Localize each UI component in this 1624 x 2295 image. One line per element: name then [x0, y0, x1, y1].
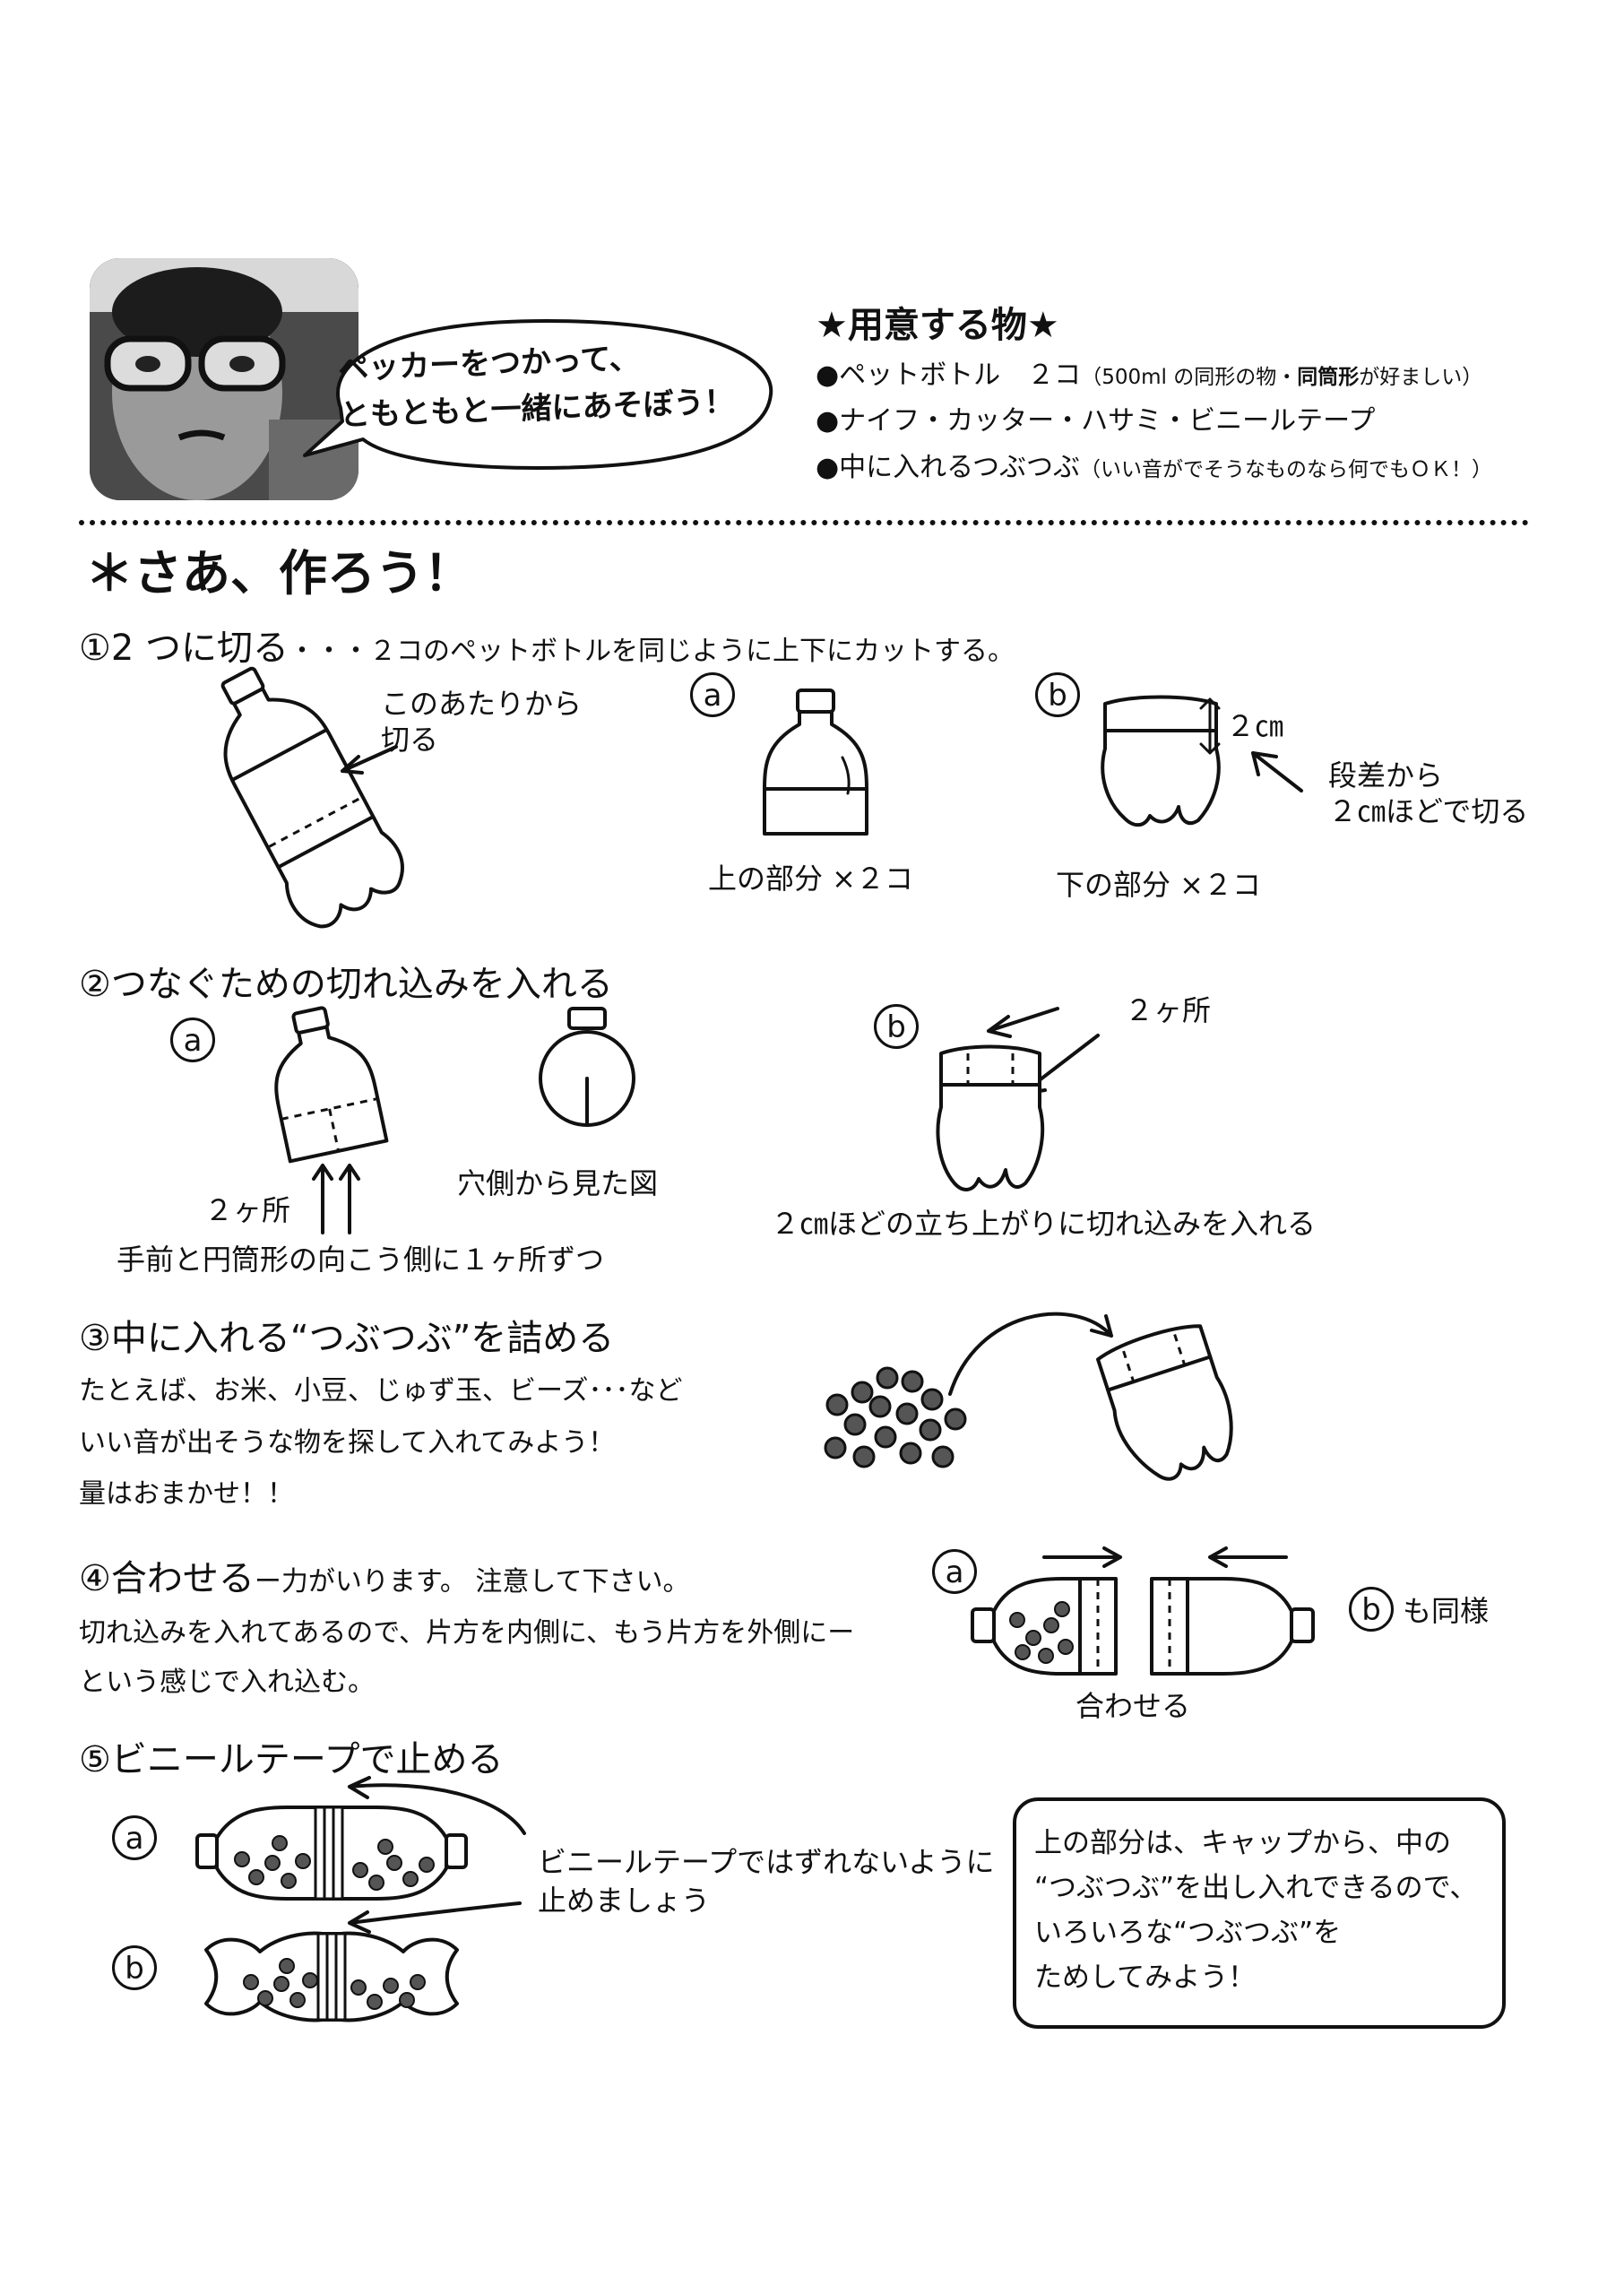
slit-top-illustration — [260, 1009, 394, 1170]
slit-bottom-illustration — [932, 1044, 1049, 1197]
step1-cut-label-2: 切る — [381, 723, 439, 757]
step1-b-note-2: ２㎝ほどで切る — [1328, 794, 1529, 828]
taped-bottle-a-illustration — [197, 1804, 466, 1902]
materials-item-1-note-bold: 同筒形 — [1297, 366, 1360, 389]
step4-b-mark: b — [1349, 1587, 1394, 1632]
dotted-divider — [79, 520, 1529, 525]
step2-b-arrow-1 — [981, 1004, 1062, 1040]
materials-item-2: ●ナイフ・カッター・ハサミ・ビニールテープ — [816, 405, 1376, 437]
step1-cut-label-1: このあたりから — [381, 687, 583, 721]
step5-b-mark: b — [112, 1945, 157, 1990]
filled-bottom-illustration — [1102, 1327, 1237, 1479]
step4-caption: 合わせる — [1075, 1689, 1191, 1723]
step2-a-count: ２ヶ所 — [204, 1193, 291, 1227]
step4-caution: ー力がいります。 注意して下さい。 — [254, 1566, 690, 1598]
step-note-arrow-icon — [1246, 746, 1309, 795]
hole-side-view-illustration — [533, 1009, 641, 1134]
step2-a-view-caption: 穴側から見た図 — [457, 1166, 659, 1200]
step1-title: ①2 つに切る — [79, 628, 289, 669]
materials-item-1-note: （500ml の同形の物・ — [1081, 366, 1298, 389]
step4-title: ④合わせる — [79, 1558, 255, 1599]
materials-item-3-note: （いい音がでそうなものなら何でもＯＫ！） — [1079, 458, 1492, 481]
materials-item-3: ●中に入れるつぶつぶ — [816, 452, 1080, 483]
step5-a-mark: a — [112, 1815, 157, 1860]
joining-bottles-illustration — [972, 1573, 1313, 1681]
step2-b-note: ２㎝ほどの立ち上がりに切れ込みを入れる — [771, 1207, 1317, 1241]
step2-b-mark: b — [874, 1004, 919, 1049]
tip-line-4: ためしてみよう！ — [1034, 1962, 1257, 1994]
main-title: ＊さあ、作ろう！ — [85, 545, 472, 602]
step1-a-mark: a — [690, 672, 735, 717]
materials-item-1-note-end: が好ましい） — [1359, 366, 1483, 389]
slit-arrows-icon — [309, 1156, 372, 1237]
materials-item-1: ●ペットボトル ２コ — [816, 359, 1082, 391]
bottle-bottom-illustration — [1098, 695, 1223, 829]
step4-line-1: 切れ込みを入れてあるので、片方を内側に、もう片方を外側にー — [79, 1617, 855, 1649]
step4-a-mark: a — [932, 1549, 977, 1594]
tip-line-3: いろいろな“つぶつぶ”を — [1034, 1917, 1342, 1949]
bottle-top-illustration — [757, 690, 874, 843]
pour-arrow-icon — [941, 1300, 1120, 1399]
step1-b-caption: 下の部分 ×２コ — [1056, 868, 1261, 902]
tip-line-2: “つぶつぶ”を出し入れできるので、 — [1034, 1872, 1478, 1904]
speech-bubble — [287, 305, 789, 475]
step3-line-3: 量はおまかせ！！ — [79, 1478, 294, 1510]
tip-line-1: 上の部分は、キャップから、中の — [1034, 1827, 1451, 1859]
step1-b-mark: b — [1035, 672, 1080, 717]
step3-line-1: たとえば、お米、小豆、じゅず玉、ビーズ･･･など — [79, 1375, 683, 1407]
step1-b-note-1: 段差から — [1328, 758, 1444, 792]
step1-desc: ・・・２コのペットボトルを同じように上下にカットする。 — [289, 636, 1015, 667]
tip-box: 上の部分は、キャップから、中の “つぶつぶ”を出し入れできるので、 いろいろな“… — [1013, 1797, 1506, 2029]
step2-a-note: 手前と円筒形の向こう側に１ヶ所ずつ — [117, 1243, 605, 1277]
tape-pointer-arrows-icon — [332, 1780, 529, 1950]
author-photo — [90, 258, 358, 500]
step2-b-count: ２ヶ所 — [1125, 993, 1212, 1027]
dimension-arrow-icon — [1196, 695, 1223, 758]
step3-line-2: いい音が出そうな物を探して入れてみよう！ — [79, 1427, 616, 1459]
step2-a-mark: a — [170, 1018, 215, 1062]
bottle-whole-illustration — [188, 659, 421, 946]
step2-title: ②つなぐための切れ込みを入れる — [79, 964, 613, 1005]
join-arrows-icon — [1040, 1544, 1291, 1571]
beads-illustration — [825, 1367, 968, 1484]
step1-b-dimension: ２㎝ — [1226, 709, 1284, 743]
materials-title: ★用意する物★ — [816, 305, 1059, 346]
step3-title: ③中に入れる“つぶつぶ”を詰める — [79, 1318, 615, 1359]
step4-b-note: も同様 — [1403, 1594, 1490, 1628]
step5-tape-note-1: ビニールテープではずれないように — [538, 1845, 995, 1879]
step5-tape-note-2: 止めましょう — [538, 1884, 711, 1918]
cut-arrow-icon — [333, 742, 405, 778]
step4-line-2: という感じで入れ込む。 — [79, 1667, 375, 1698]
step5-title: ⑤ビニールテープで止める — [79, 1739, 504, 1780]
taped-bottle-b-illustration — [197, 1923, 466, 2031]
step1-a-caption: 上の部分 ×２コ — [708, 862, 913, 896]
